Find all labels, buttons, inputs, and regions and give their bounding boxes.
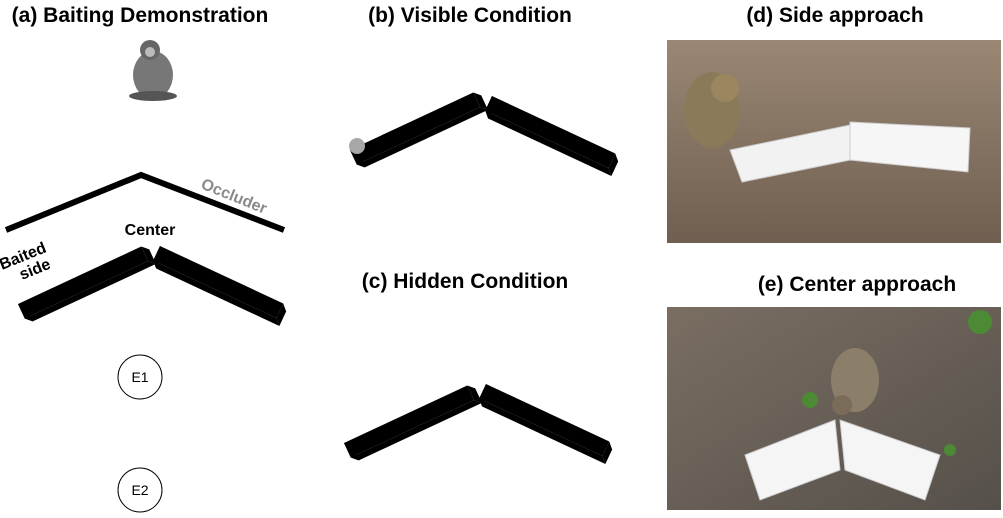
panel-e-title: (e) Center approach bbox=[758, 273, 956, 296]
panel-b-title: (b) Visible Condition bbox=[368, 4, 572, 27]
occluder bbox=[4, 171, 286, 233]
svg-text:E1: E1 bbox=[131, 369, 148, 385]
left-tube bbox=[350, 89, 488, 170]
experimenter-e1: E1 bbox=[117, 354, 163, 400]
right-tube bbox=[150, 246, 289, 326]
panel-a-title: (a) Baiting Demonstration bbox=[12, 4, 269, 27]
panel-c-title: (c) Hidden Condition bbox=[362, 270, 568, 293]
right-tube bbox=[482, 96, 621, 176]
left-tube bbox=[344, 382, 482, 463]
svg-text:E2: E2 bbox=[131, 482, 148, 498]
bait-ball bbox=[349, 138, 365, 154]
center-approach-photo bbox=[667, 307, 1001, 510]
monkey-icon bbox=[129, 40, 177, 101]
right-tube bbox=[476, 384, 615, 464]
panel-d-title: (d) Side approach bbox=[746, 4, 923, 27]
center-label: Center bbox=[125, 222, 176, 239]
side-approach-photo bbox=[667, 40, 1001, 243]
experimenter-e2: E2 bbox=[117, 467, 163, 513]
